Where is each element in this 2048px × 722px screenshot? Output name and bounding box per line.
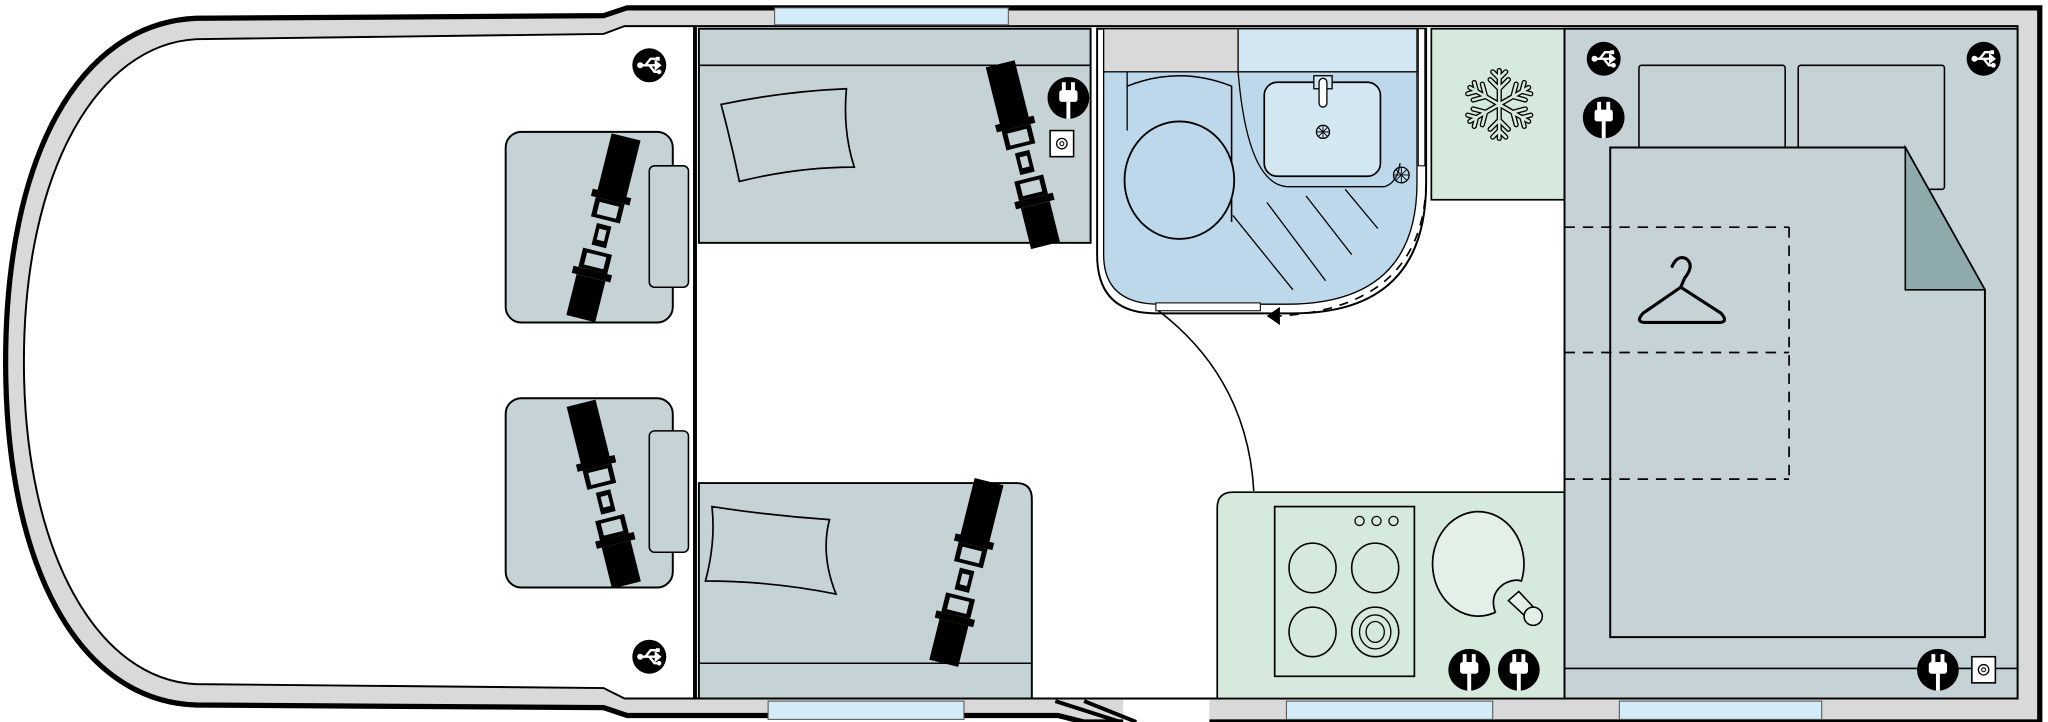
fridge[interactable]	[1430, 27, 1566, 201]
usb-icon	[631, 638, 668, 675]
usb-icon	[1585, 40, 1622, 77]
duvet	[1609, 146, 1986, 639]
sink-icon	[1237, 71, 1401, 188]
duvet-fold	[1904, 144, 1987, 291]
hob-icon	[1273, 505, 1416, 678]
hanger-icon	[1637, 256, 1727, 325]
tv-socket-icon	[1049, 129, 1075, 158]
kitchen[interactable]	[1216, 491, 1566, 700]
door-gap	[1123, 699, 1210, 722]
plug-socket-icon	[1582, 96, 1625, 139]
plug-socket-icon	[1448, 648, 1491, 691]
window	[1618, 700, 1823, 720]
armrest	[648, 430, 690, 554]
tv-socket-icon	[1971, 655, 1997, 684]
pillow-icon	[720, 87, 856, 183]
plug-socket-icon	[1497, 648, 1540, 691]
armrest	[648, 165, 690, 289]
plug-socket-icon	[1047, 77, 1090, 119]
plug-socket-icon	[1917, 648, 1959, 691]
entry-step	[1054, 699, 1138, 722]
toilet-icon	[1123, 71, 1236, 240]
bedroom[interactable]	[1563, 27, 2019, 700]
pillow-icon	[704, 505, 838, 596]
sofa-lower[interactable]	[697, 476, 1033, 700]
washroom[interactable]	[1096, 27, 1428, 491]
window	[774, 7, 1009, 26]
arrow-icon	[1266, 306, 1280, 326]
shower-door-swing	[1279, 182, 1427, 317]
washroom-door-swing	[1158, 310, 1255, 491]
windows	[767, 7, 1823, 720]
window	[1285, 700, 1494, 720]
wardrobe-outline	[1564, 226, 1790, 481]
kitchen-sink-icon	[1431, 510, 1544, 627]
passenger-seat[interactable]	[504, 397, 690, 590]
shower-drain-icon	[1392, 166, 1410, 184]
window	[767, 700, 965, 720]
sofa-upper[interactable]	[697, 27, 1092, 251]
shower-tray-lines	[1232, 188, 1379, 291]
usb-icon	[631, 47, 668, 84]
driver-seat[interactable]	[504, 130, 690, 324]
usb-icon	[1965, 40, 2002, 77]
